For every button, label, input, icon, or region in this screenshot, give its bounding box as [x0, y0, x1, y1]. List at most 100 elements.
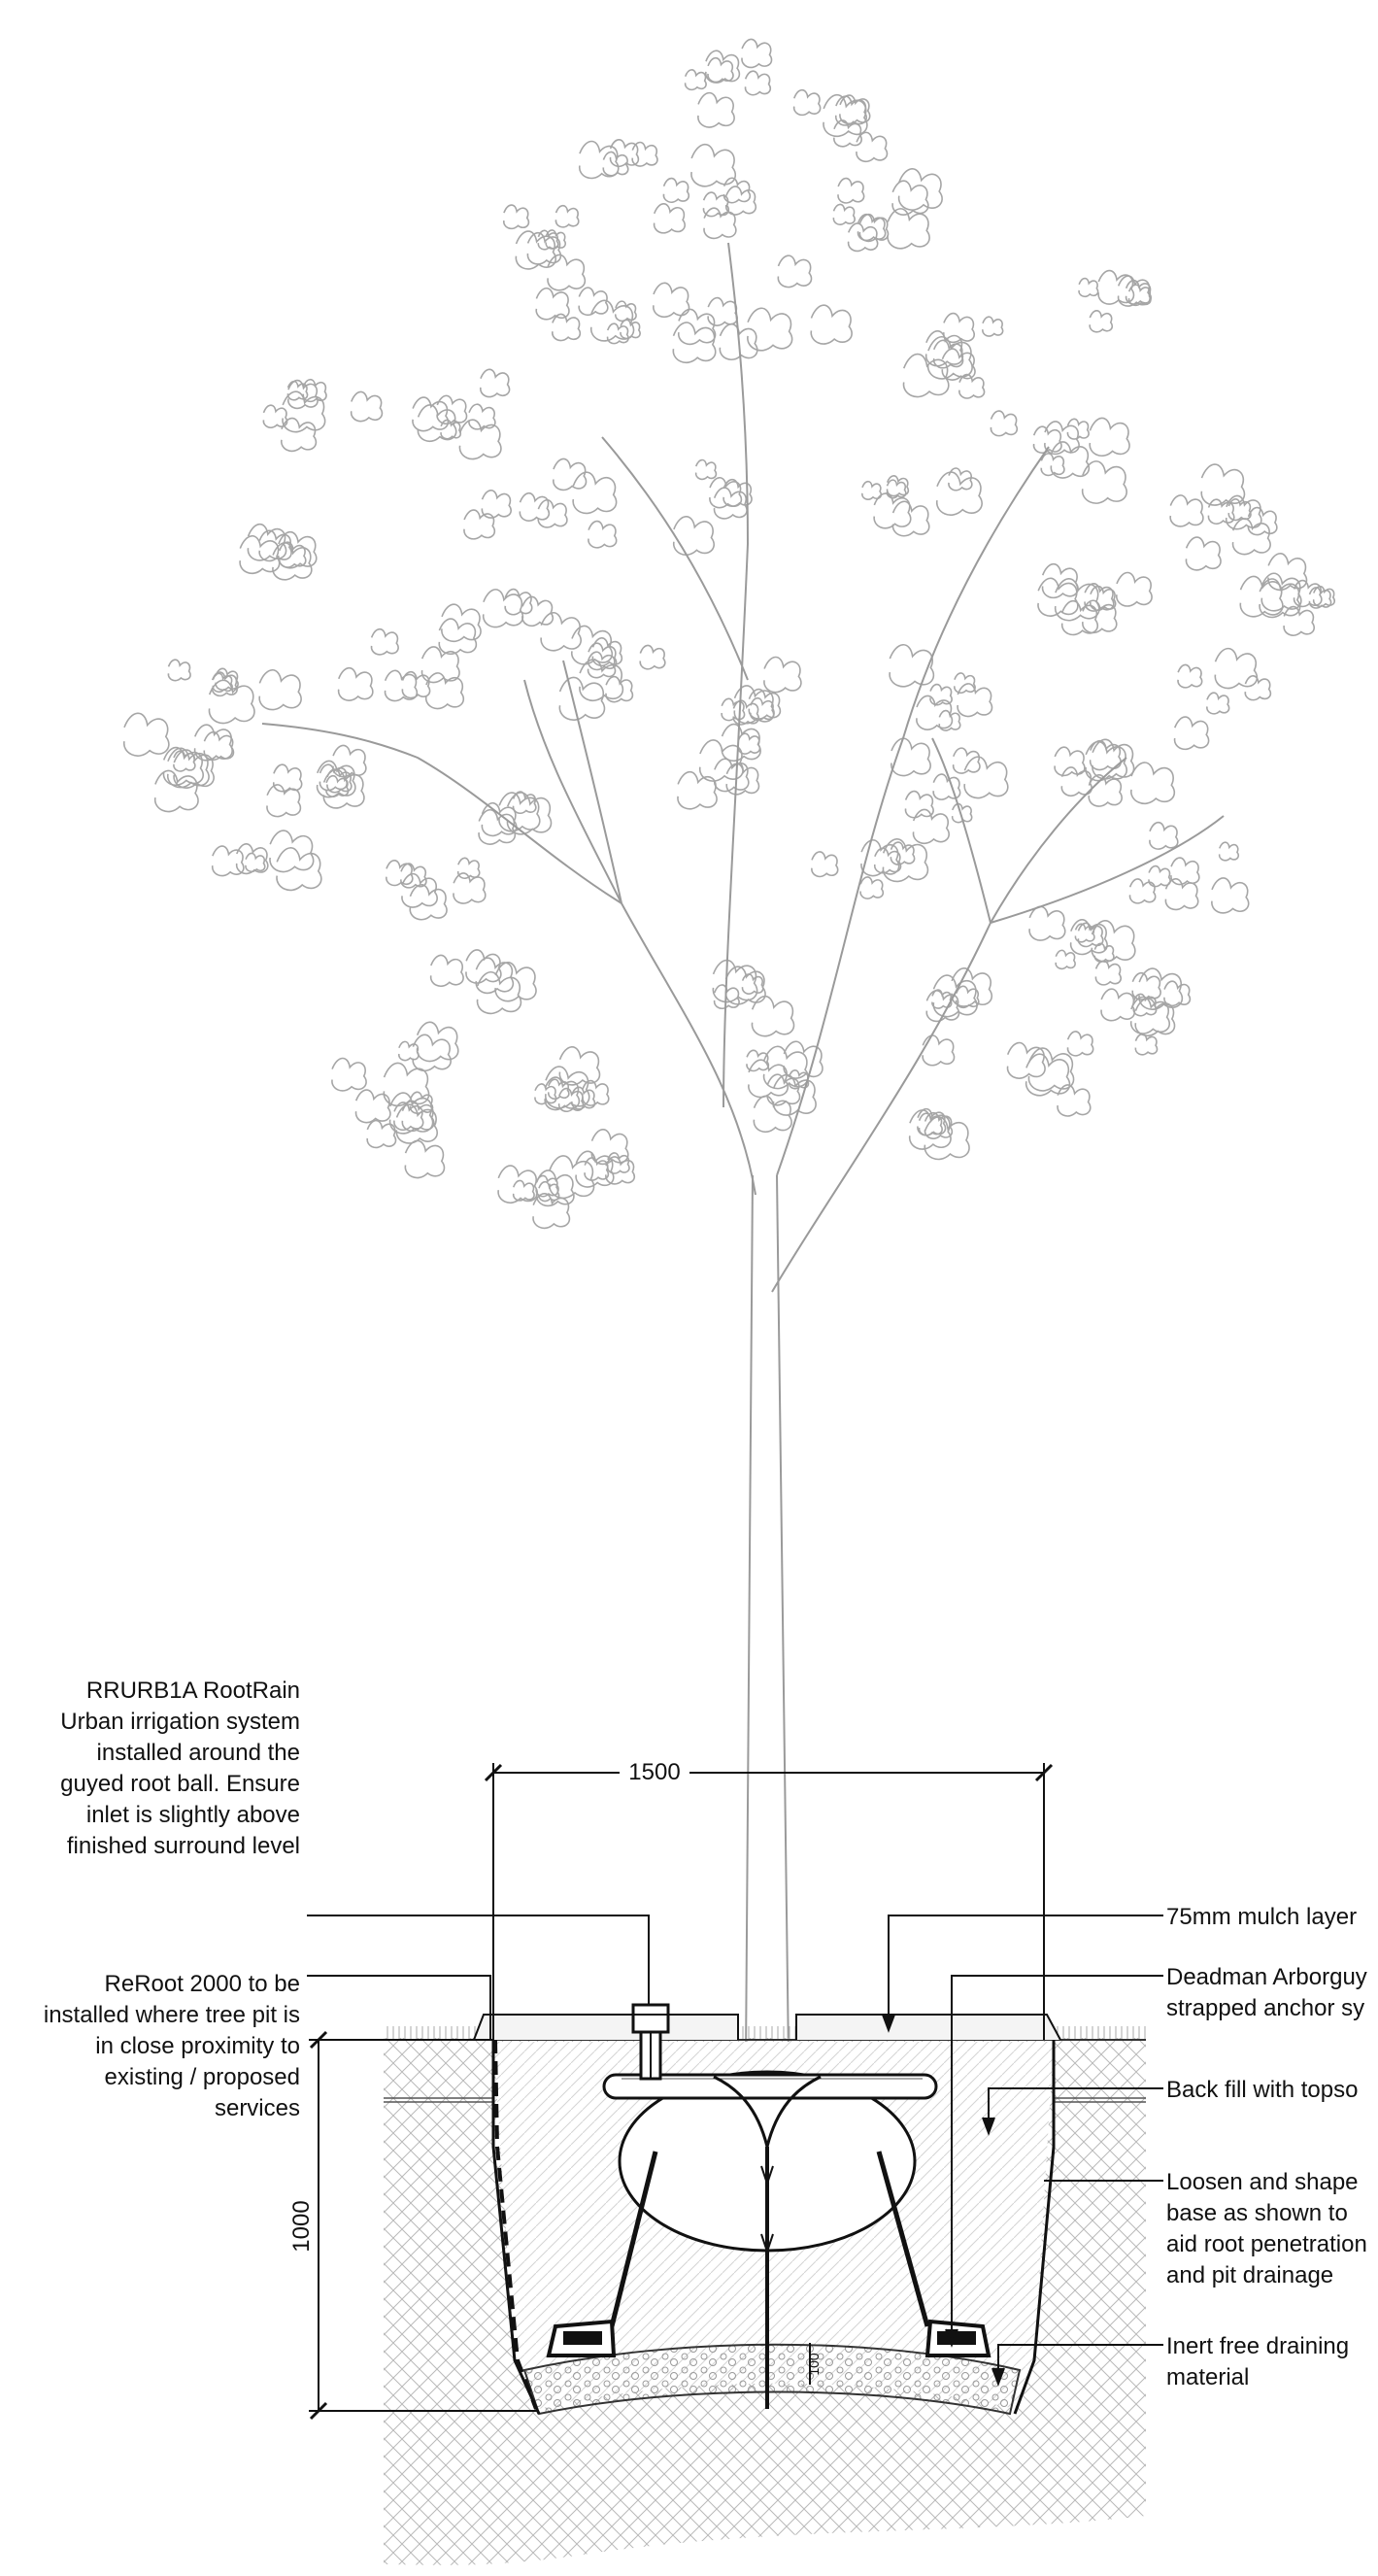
- canopy-leaf-cluster: [526, 231, 562, 265]
- canopy-leaf-cluster: [558, 676, 606, 721]
- canopy-leaf-cluster: [1093, 942, 1115, 963]
- canopy-leaf-cluster: [1060, 766, 1092, 797]
- canopy-leaf-cluster: [572, 471, 618, 515]
- canopy-leaf-cluster: [1027, 1047, 1075, 1092]
- svg-text:base as shown to: base as shown to: [1166, 2200, 1348, 2226]
- canopy-leaf-cluster: [354, 1089, 391, 1124]
- leader-lines: [307, 1915, 1163, 2387]
- canopy-leaf-cluster: [395, 1103, 438, 1144]
- canopy-leaf-cluster: [326, 768, 353, 794]
- canopy-leaf-cluster: [927, 335, 973, 380]
- canopy-leaf-cluster: [1061, 599, 1099, 636]
- canopy-leaf-cluster: [891, 180, 929, 216]
- canopy-leaf-cluster: [258, 529, 292, 562]
- canopy-leaf-cluster: [653, 282, 690, 318]
- canopy-leaf-cluster: [212, 845, 245, 877]
- svg-text:services: services: [215, 2095, 300, 2121]
- canopy-leaf-cluster: [1293, 579, 1323, 608]
- canopy-leaf-cluster: [958, 373, 986, 399]
- canopy-leaf-cluster: [951, 967, 993, 1007]
- canopy-leaf-cluster: [1244, 675, 1272, 701]
- canopy-leaf-cluster: [453, 872, 487, 904]
- canopy-leaf-cluster: [662, 177, 690, 203]
- canopy-leaf-cluster: [719, 322, 758, 360]
- canopy-leaf-cluster: [744, 70, 772, 96]
- dim-pit-width: 1500: [628, 1759, 680, 1785]
- canopy-leaf-cluster: [741, 973, 764, 995]
- canopy-leaf-cluster: [211, 671, 238, 697]
- canopy-leaf-cluster: [762, 1045, 809, 1090]
- canopy-leaf-cluster: [440, 419, 462, 440]
- tree-trunk: [745, 1174, 790, 2060]
- canopy-leaf-cluster: [748, 1059, 790, 1099]
- label-deadman: Deadman Arborguy strapped anchor sy: [1166, 1964, 1367, 2021]
- canopy-leaf-cluster: [1127, 284, 1152, 307]
- canopy-leaf-cluster: [832, 203, 856, 225]
- canopy-leaf-cluster: [936, 471, 983, 516]
- canopy-leaf-cluster: [276, 847, 322, 892]
- canopy-leaf-cluster: [1207, 498, 1235, 525]
- svg-text:installed around the: installed around the: [97, 1740, 300, 1766]
- canopy-leaf-cluster: [400, 863, 427, 889]
- canopy-leaf-cluster: [746, 1049, 770, 1072]
- canopy-leaf-cluster: [1055, 578, 1100, 622]
- canopy-leaf-cluster: [425, 672, 465, 710]
- canopy-leaf-cluster: [245, 852, 266, 873]
- canopy-leaf-cluster: [963, 756, 1009, 799]
- canopy-leaf-cluster: [1116, 571, 1153, 607]
- canopy-leaf-cluster: [1092, 738, 1135, 780]
- canopy-leaf-cluster: [766, 1073, 801, 1106]
- canopy-leaf-cluster: [1032, 425, 1062, 454]
- canopy-leaf-cluster: [783, 1040, 823, 1079]
- canopy-leaf-cluster: [571, 625, 614, 665]
- canopy-leaf-cluster: [924, 1111, 954, 1139]
- canopy-leaf-cluster: [481, 489, 512, 519]
- canopy-leaf-cluster: [753, 1095, 792, 1133]
- canopy-leaf-cluster: [475, 957, 515, 995]
- label-loosen: Loosen and shape base as shown to aid ro…: [1166, 2169, 1367, 2288]
- canopy-leaf-cluster: [694, 458, 718, 481]
- canopy-leaf-cluster: [1082, 460, 1127, 504]
- canopy-leaf-cluster: [401, 872, 438, 908]
- svg-text:Deadman Arborguy: Deadman Arborguy: [1166, 1964, 1367, 1990]
- canopy-leaf-cluster: [705, 50, 741, 84]
- canopy-leaf-cluster: [1283, 605, 1316, 636]
- label-mulch: 75mm mulch layer: [1166, 1904, 1357, 1930]
- canopy-leaf-cluster: [725, 763, 760, 796]
- canopy-leaf-cluster: [1041, 562, 1079, 599]
- canopy-leaf-cluster: [912, 808, 950, 844]
- canopy-leaf-cluster: [952, 747, 981, 774]
- canopy-leaf-cluster: [1131, 971, 1161, 1000]
- canopy-leaf-cluster: [886, 479, 907, 499]
- canopy-leaf-cluster: [1226, 494, 1262, 530]
- canopy-leaf-cluster: [835, 95, 867, 126]
- canopy-leaf-cluster: [703, 207, 737, 240]
- svg-text:aid root penetration: aid root penetration: [1166, 2231, 1367, 2257]
- canopy-leaf-cluster: [1138, 967, 1184, 1010]
- canopy-leaf-cluster: [938, 709, 961, 731]
- canopy-leaf-cluster: [1044, 421, 1080, 456]
- canopy-leaf-cluster: [540, 611, 582, 652]
- canopy-leaf-cluster: [1069, 919, 1108, 956]
- svg-text:and pit drainage: and pit drainage: [1166, 2262, 1333, 2288]
- canopy-leaf-cluster: [1125, 279, 1152, 305]
- canopy-leaf-cluster: [239, 534, 281, 575]
- canopy-leaf-cluster: [672, 322, 717, 363]
- canopy-leaf-cluster: [555, 204, 580, 228]
- label-reroot: ReRoot 2000 to be installed where tree p…: [44, 1971, 300, 2121]
- canopy-leaf-cluster: [948, 467, 973, 491]
- canopy-leaf-cluster: [723, 177, 752, 204]
- canopy-leaf-cluster: [873, 492, 912, 529]
- canopy-leaf-cluster: [990, 410, 1019, 437]
- canopy-leaf-cluster: [697, 91, 735, 128]
- canopy-leaf-cluster: [882, 838, 929, 883]
- canopy-leaf-cluster: [891, 500, 930, 537]
- canopy-leaf-cluster: [468, 403, 496, 430]
- canopy-leaf-cluster: [262, 404, 288, 428]
- canopy-leaf-cluster: [1089, 417, 1130, 457]
- tree-canopy: [123, 38, 1336, 1230]
- canopy-leaf-cluster: [1260, 572, 1302, 612]
- anchor-cable-left: [609, 2151, 658, 2327]
- label-backfill: Back fill with topso: [1166, 2077, 1358, 2103]
- canopy-leaf-cluster: [1239, 575, 1284, 618]
